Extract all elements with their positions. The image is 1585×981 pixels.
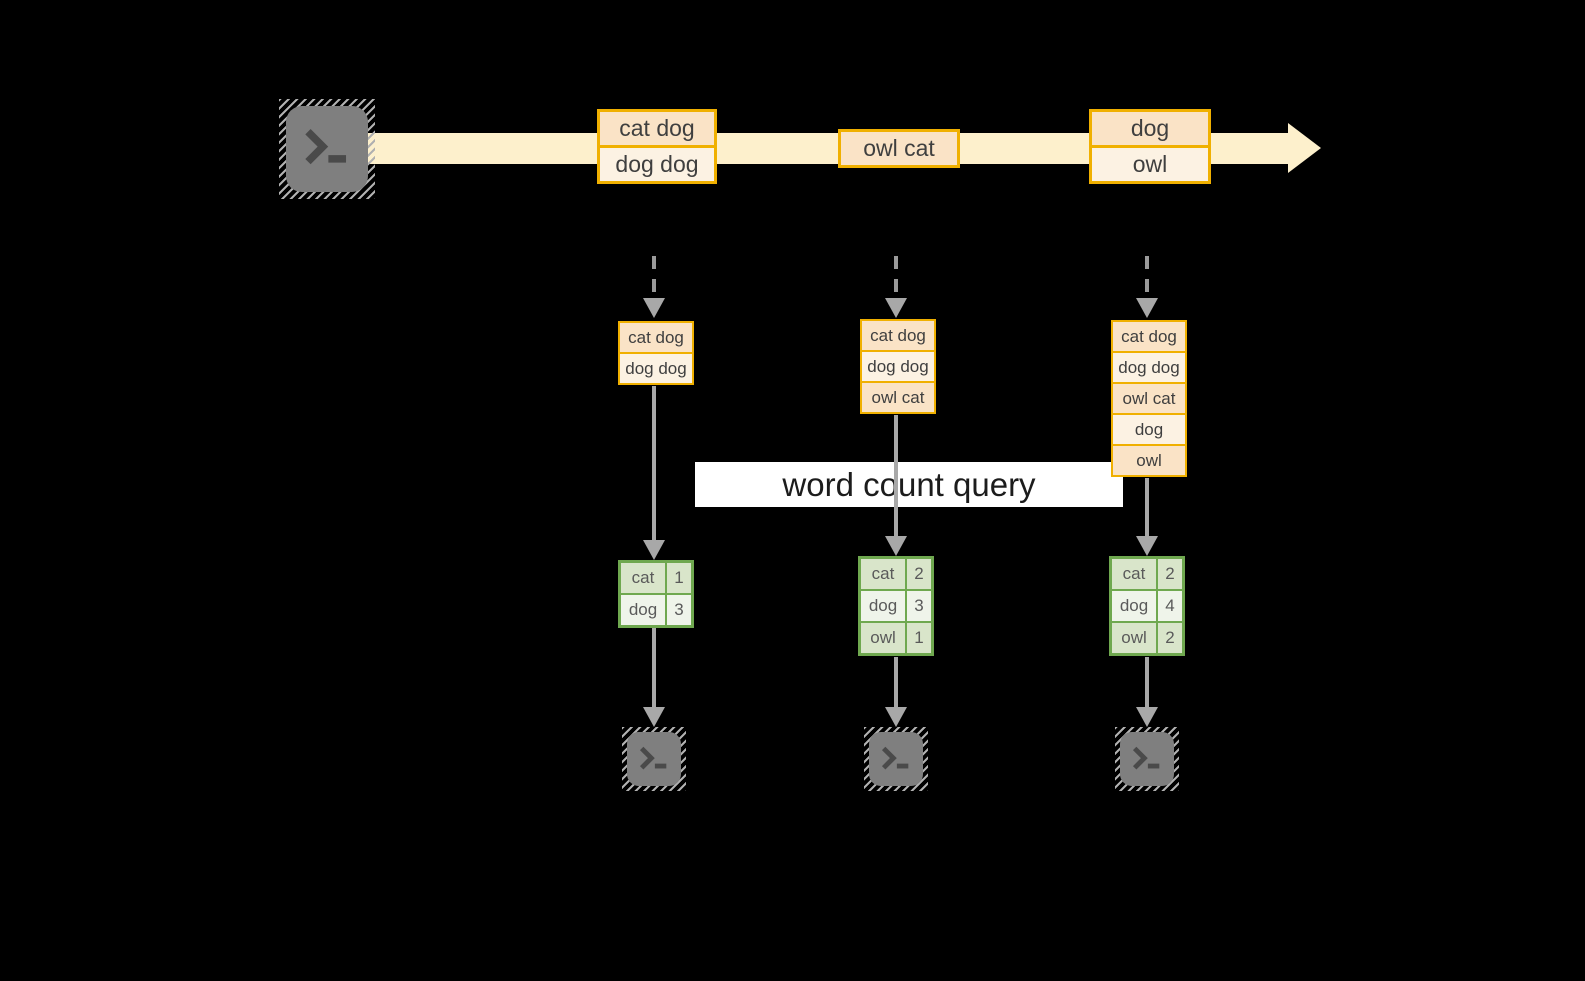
input-row: cat dog bbox=[1113, 322, 1185, 351]
query-connector-1-arrowhead bbox=[643, 540, 665, 560]
terminal-prompt-icon bbox=[305, 129, 347, 165]
word-cell: dog bbox=[861, 591, 907, 621]
stream-record: dog dog bbox=[600, 145, 714, 181]
input-row: owl cat bbox=[1113, 382, 1185, 413]
terminal-prompt-icon bbox=[1132, 746, 1160, 770]
snapshot-input-stack-2: cat dog dog dog owl cat bbox=[860, 319, 936, 414]
count-cell: 3 bbox=[907, 591, 931, 621]
count-cell: 2 bbox=[907, 559, 931, 589]
word-cell: cat bbox=[861, 559, 907, 589]
stream-arrowhead bbox=[1288, 123, 1321, 173]
dashed-connector-1-arrowhead bbox=[643, 298, 665, 318]
query-banner: word count query bbox=[695, 462, 1123, 507]
stream-record-batch-2: owl cat bbox=[838, 129, 960, 168]
query-connector-3 bbox=[1145, 478, 1149, 536]
snapshot-input-stack-1: cat dog dog dog bbox=[618, 321, 694, 385]
dashed-connector-2-arrowhead bbox=[885, 298, 907, 318]
terminal-screen bbox=[286, 106, 368, 192]
word-count-table-2: cat 2 dog 3 owl 1 bbox=[858, 556, 934, 656]
word-cell: dog bbox=[1112, 591, 1158, 621]
word-count-table-3: cat 2 dog 4 owl 2 bbox=[1109, 556, 1185, 656]
stream-record-batch-3: dog owl bbox=[1089, 109, 1211, 184]
count-cell: 4 bbox=[1158, 591, 1182, 621]
snapshot-input-stack-3: cat dog dog dog owl cat dog owl bbox=[1111, 320, 1187, 477]
stream-record: owl cat bbox=[841, 132, 957, 165]
word-count-table-1: cat 1 dog 3 bbox=[618, 560, 694, 628]
word-cell: cat bbox=[621, 563, 667, 593]
sink-connector-1 bbox=[652, 628, 656, 707]
count-cell: 2 bbox=[1158, 623, 1182, 653]
count-cell: 3 bbox=[667, 595, 691, 625]
sink-terminal-icon-1 bbox=[622, 727, 686, 791]
terminal-prompt-icon bbox=[639, 746, 667, 770]
terminal-prompt-icon bbox=[881, 746, 909, 770]
word-cell: dog bbox=[621, 595, 667, 625]
stream-record: owl bbox=[1092, 145, 1208, 181]
dashed-connector-3 bbox=[1145, 256, 1149, 298]
sink-terminal-icon-2 bbox=[864, 727, 928, 791]
dashed-connector-2 bbox=[894, 256, 898, 298]
table-row: cat 2 bbox=[1112, 559, 1182, 589]
stream-record: cat dog bbox=[600, 112, 714, 145]
source-terminal-icon bbox=[279, 99, 375, 199]
input-row: dog dog bbox=[620, 352, 692, 383]
sink-terminal-icon-3 bbox=[1115, 727, 1179, 791]
table-row: owl 1 bbox=[861, 621, 931, 653]
terminal-screen bbox=[1120, 732, 1174, 786]
query-connector-2 bbox=[894, 415, 898, 536]
stream-record-batch-1: cat dog dog dog bbox=[597, 109, 717, 184]
input-row: dog dog bbox=[1113, 351, 1185, 382]
dashed-connector-1 bbox=[652, 256, 656, 298]
sink-connector-1-arrowhead bbox=[643, 707, 665, 727]
query-connector-3-arrowhead bbox=[1136, 536, 1158, 556]
table-row: cat 1 bbox=[621, 563, 691, 593]
table-row: dog 3 bbox=[621, 593, 691, 625]
word-cell: owl bbox=[861, 623, 907, 653]
word-cell: owl bbox=[1112, 623, 1158, 653]
query-connector-2-arrowhead bbox=[885, 536, 907, 556]
sink-connector-3-arrowhead bbox=[1136, 707, 1158, 727]
dashed-connector-3-arrowhead bbox=[1136, 298, 1158, 318]
query-connector-1 bbox=[652, 386, 656, 540]
word-cell: cat bbox=[1112, 559, 1158, 589]
count-cell: 1 bbox=[667, 563, 691, 593]
input-row: dog bbox=[1113, 413, 1185, 444]
table-row: dog 4 bbox=[1112, 589, 1182, 621]
terminal-screen bbox=[627, 732, 681, 786]
input-row: cat dog bbox=[620, 323, 692, 352]
sink-connector-3 bbox=[1145, 657, 1149, 707]
count-cell: 2 bbox=[1158, 559, 1182, 589]
input-row: cat dog bbox=[862, 321, 934, 350]
sink-connector-2 bbox=[894, 657, 898, 707]
terminal-screen bbox=[869, 732, 923, 786]
stream-record: dog bbox=[1092, 112, 1208, 145]
input-row: owl cat bbox=[862, 381, 934, 412]
input-row: owl bbox=[1113, 444, 1185, 475]
table-row: dog 3 bbox=[861, 589, 931, 621]
count-cell: 1 bbox=[907, 623, 931, 653]
input-row: dog dog bbox=[862, 350, 934, 381]
table-row: cat 2 bbox=[861, 559, 931, 589]
sink-connector-2-arrowhead bbox=[885, 707, 907, 727]
table-row: owl 2 bbox=[1112, 621, 1182, 653]
